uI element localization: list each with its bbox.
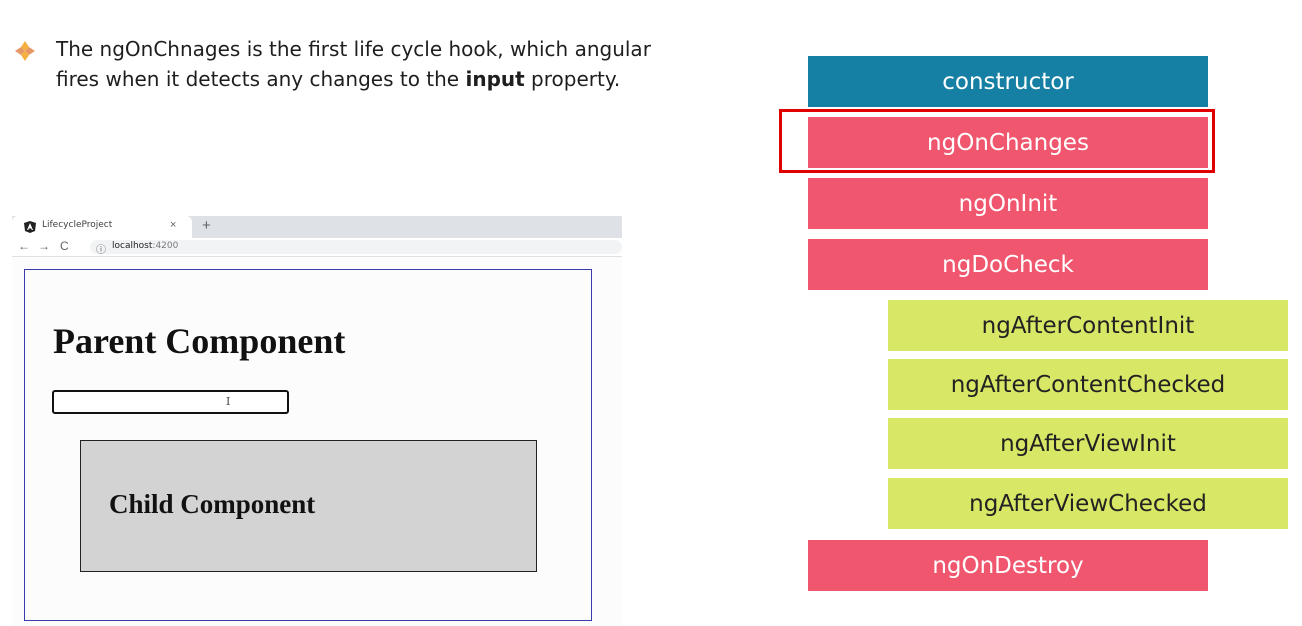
hook-ngdocheck: ngDoCheck bbox=[808, 239, 1208, 290]
tab-title: LifecycleProject bbox=[42, 220, 113, 230]
hook-ngaftercontentchecked: ngAfterContentChecked bbox=[888, 359, 1288, 410]
reload-icon[interactable]: C bbox=[60, 239, 69, 253]
page-viewport: Parent Component I Child Component bbox=[12, 257, 622, 626]
ngonchanges-highlight-box bbox=[779, 109, 1215, 173]
info-icon[interactable]: ⓘ bbox=[96, 245, 106, 256]
new-tab-icon[interactable]: + bbox=[202, 217, 211, 234]
tab-strip: LifecycleProject × + bbox=[12, 216, 622, 238]
browser-tab[interactable]: LifecycleProject × bbox=[12, 216, 192, 238]
hook-ngafterviewchecked: ngAfterViewChecked bbox=[888, 478, 1288, 529]
url-port: :4200 bbox=[152, 241, 179, 251]
parent-text-input[interactable]: I bbox=[52, 390, 289, 414]
hook-ngonchanges: ngOnChanges bbox=[808, 117, 1208, 168]
url-field[interactable]: ⓘ localhost:4200 bbox=[90, 240, 622, 256]
angular-logo-icon bbox=[24, 221, 36, 233]
bullet-bold-word: input bbox=[465, 67, 525, 91]
hook-ngafterviewinit: ngAfterViewInit bbox=[888, 418, 1288, 469]
bullet-text-start: The ngOnChnages is the first life cycle … bbox=[56, 37, 651, 91]
diamond-bullet-icon bbox=[15, 41, 35, 61]
hook-ngoninit: ngOnInit bbox=[808, 178, 1208, 229]
address-bar: ← → C ⓘ localhost:4200 bbox=[12, 238, 622, 257]
url-host: localhost bbox=[112, 241, 153, 251]
forward-arrow-icon[interactable]: → bbox=[38, 239, 50, 253]
parent-component-title: Parent Component bbox=[53, 321, 346, 361]
hook-constructor: constructor bbox=[808, 56, 1208, 107]
child-component-title: Child Component bbox=[109, 489, 316, 519]
bullet-text-end: property. bbox=[524, 67, 621, 91]
hook-ngaftercontentinit: ngAfterContentInit bbox=[888, 300, 1288, 351]
hook-ngondestroy: ngOnDestroy bbox=[808, 540, 1208, 591]
bullet-text: The ngOnChnages is the first life cycle … bbox=[56, 34, 666, 94]
url-text: localhost:4200 bbox=[112, 241, 178, 251]
back-arrow-icon[interactable]: ← bbox=[18, 239, 30, 253]
tab-close-icon[interactable]: × bbox=[170, 219, 177, 231]
child-component: Child Component bbox=[80, 440, 537, 572]
parent-component: Parent Component I Child Component bbox=[24, 269, 592, 621]
text-cursor-icon: I bbox=[226, 395, 231, 408]
browser-window: LifecycleProject × + ← → C ⓘ localhost:4… bbox=[12, 216, 622, 626]
